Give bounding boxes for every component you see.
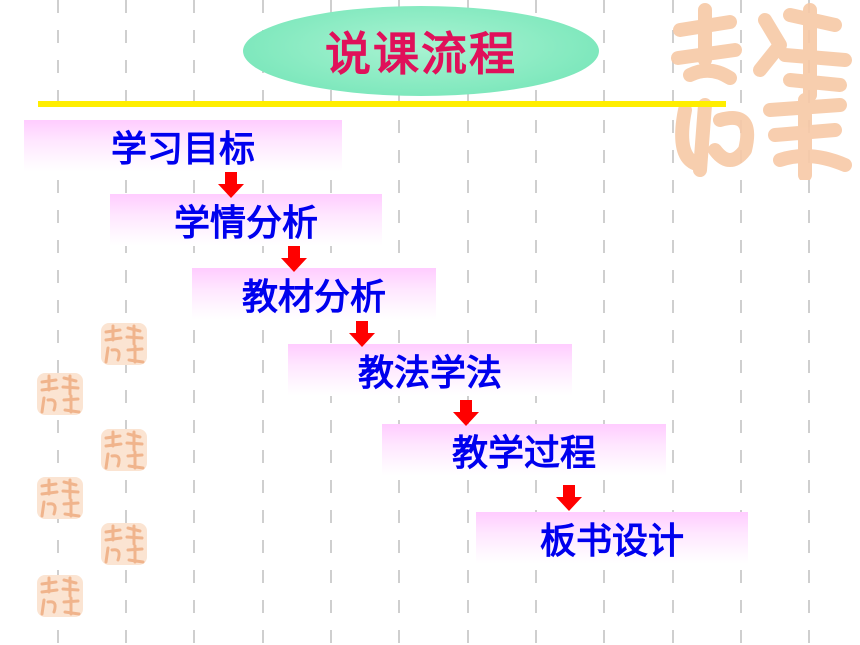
step-label: 教材分析 <box>241 277 386 318</box>
step-teaching-process: 教学过程 <box>382 424 666 476</box>
title-underline <box>38 101 726 107</box>
page-title: 说课流程 <box>325 27 517 81</box>
step-learning-goals: 学习目标 <box>24 120 342 172</box>
auspicious-seal-small-icon <box>101 523 147 565</box>
auspicious-seal-icon <box>671 3 852 180</box>
step-label: 学习目标 <box>110 129 255 170</box>
step-label: 板书设计 <box>539 521 684 562</box>
step-board-design: 板书设计 <box>476 512 748 564</box>
step-student-analysis: 学情分析 <box>110 194 382 246</box>
auspicious-seal-small-icon <box>37 575 83 617</box>
arrow-down-icon <box>281 246 307 272</box>
arrow-down-icon <box>556 485 582 511</box>
auspicious-seal-small-icon <box>101 429 147 471</box>
auspicious-seal-small-icon <box>37 373 83 415</box>
title-oval: 说课流程 <box>243 6 599 96</box>
auspicious-seal-small-icon <box>37 477 83 519</box>
auspicious-seal-small-icon <box>101 323 147 365</box>
arrow-down-icon <box>218 172 244 198</box>
step-material-analysis: 教材分析 <box>192 268 436 320</box>
arrow-down-icon <box>349 321 375 347</box>
arrow-down-icon <box>453 400 479 426</box>
step-label: 教法学法 <box>357 353 502 394</box>
step-label: 教学过程 <box>451 433 596 474</box>
step-label: 学情分析 <box>173 203 318 244</box>
step-teaching-methods: 教法学法 <box>288 344 572 396</box>
